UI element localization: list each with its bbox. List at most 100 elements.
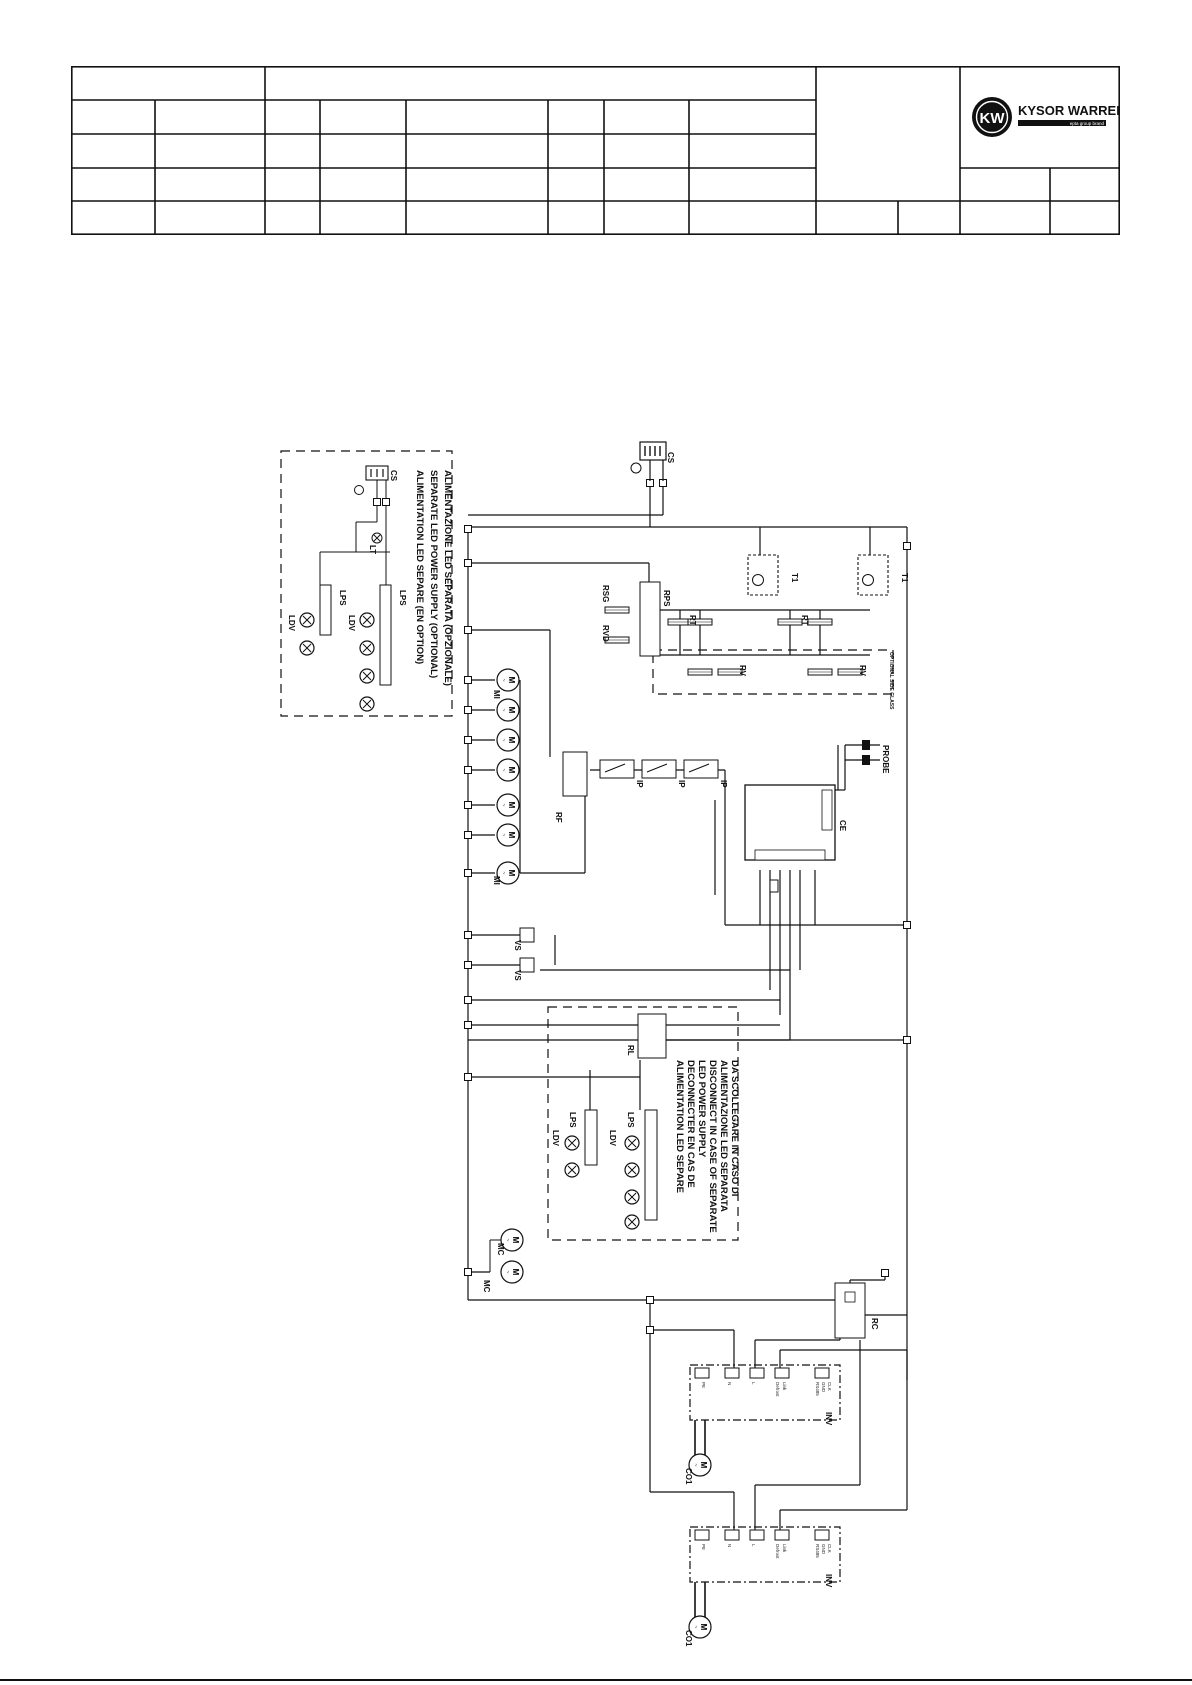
heater-network: T1 T1 RT RT RV RV OPTIONAL SIDE GLASS RP… <box>601 554 909 710</box>
disconnect-led: RL LPS LPS LDV LDV DA SCOLLEGARE IN CASO… <box>551 1013 740 1233</box>
ip-label: IP <box>635 780 644 788</box>
terminal <box>464 1268 472 1276</box>
fan-motor-icon <box>496 793 520 817</box>
logo-tagline: epta group brand <box>1070 121 1105 126</box>
lps-label: LPS <box>398 590 407 606</box>
svg-text:RS485: RS485 <box>815 1544 820 1558</box>
thermostat-label: T1 <box>790 573 799 583</box>
terminal <box>464 801 472 809</box>
terminal <box>903 921 911 929</box>
svg-text:N: N <box>727 1382 732 1385</box>
svg-text:Defrost: Defrost <box>775 1544 780 1559</box>
co1-label-2: CO1 <box>684 1630 693 1647</box>
company-logo: KW KYSOR WARREN epta group brand <box>972 97 1120 137</box>
terminal <box>903 1036 911 1044</box>
probe-label: PROBE <box>881 745 890 774</box>
terminal <box>464 706 472 714</box>
inverter-2: PE N L Defrost Link RS485 GND CLK INV CO… <box>684 1526 841 1647</box>
svg-text:N: N <box>727 1544 732 1547</box>
controller-label: CE <box>838 820 847 832</box>
thermostat-label-2: T1 <box>900 573 909 583</box>
terminal <box>464 1021 472 1029</box>
inv-label: INV <box>824 1412 833 1426</box>
connector-label: CS <box>666 452 675 464</box>
rvd-label: RVD <box>601 625 610 642</box>
led-icon <box>359 640 375 656</box>
ldv-label-3: LDV <box>608 1130 617 1147</box>
svg-text:PE: PE <box>701 1382 706 1388</box>
terminal <box>464 996 472 1004</box>
svg-text:Link: Link <box>782 1544 787 1553</box>
ldv-label-2: LDV <box>287 615 296 632</box>
mc-label-2: MC <box>482 1280 491 1293</box>
svg-text:RS485: RS485 <box>815 1382 820 1396</box>
svg-text:Link: Link <box>782 1382 787 1391</box>
relay-rc: RC <box>834 1282 879 1339</box>
ip-label-3: IP <box>719 780 728 788</box>
page-bottom-rule <box>0 1679 1192 1681</box>
title-block: KW KYSOR WARREN epta group brand <box>71 66 1120 235</box>
svg-text:CLK: CLK <box>827 1544 832 1553</box>
terminal <box>464 736 472 744</box>
led-icon <box>299 612 315 628</box>
rv-label-2: RV <box>858 665 867 677</box>
led-icon <box>359 668 375 684</box>
mi-label-2: MI <box>492 876 501 885</box>
logo-name: KYSOR WARREN <box>1018 103 1120 118</box>
fan-motor-icon <box>496 698 520 722</box>
motor-icon <box>500 1260 524 1284</box>
optional-side-glass-box <box>652 649 894 695</box>
note-led-supply-en: SEPARATE LED POWER SUPPLY (OPTIONAL) <box>428 470 439 678</box>
note-disconnect-4: LED POWER SUPPLY <box>696 1060 707 1158</box>
terminal <box>464 766 472 774</box>
note-disconnect-6: ALIMENTATION LED SEPARE <box>674 1060 685 1193</box>
terminal <box>464 961 472 969</box>
main-connector: CS <box>630 441 675 481</box>
svg-text:GND: GND <box>821 1382 826 1393</box>
fan-motor-icon <box>496 758 520 782</box>
terminal <box>464 1073 472 1081</box>
mc-label: MC <box>496 1243 505 1256</box>
ldv-label-4: LDV <box>551 1130 560 1147</box>
note-disconnect-2: ALIMENTAZIONE LED SEPARATA <box>718 1060 729 1212</box>
optional-led-supply-box <box>280 450 453 717</box>
terminal <box>464 831 472 839</box>
rsg-label: RSG <box>601 585 610 602</box>
terminal <box>464 931 472 939</box>
lps-label-4: LPS <box>568 1112 577 1128</box>
inv-label-2: INV <box>824 1574 833 1588</box>
terminal <box>646 1296 654 1304</box>
terminal <box>464 525 472 533</box>
controller: CE PROBE <box>744 740 890 893</box>
rt-label: RT <box>688 615 697 626</box>
ip-label-2: IP <box>677 780 686 788</box>
led-icon <box>299 640 315 656</box>
vs-label-2: VS <box>513 970 522 981</box>
fan-motor-icon <box>496 823 520 847</box>
side-glass-label: OPTIONAL SIDE GLASS <box>888 652 894 710</box>
fan-motor-icon <box>496 728 520 752</box>
optional-connector-label: CS <box>389 470 398 482</box>
terminal <box>464 869 472 877</box>
condenser-motors: MC MC <box>482 1228 524 1293</box>
rt-label-2: RT <box>800 615 809 626</box>
terminal <box>646 1326 654 1334</box>
svg-text:L: L <box>751 1382 756 1385</box>
led-icon <box>359 696 375 712</box>
note-disconnect-1: DA SCOLLEGARE IN CASO DI <box>729 1060 740 1196</box>
rv-label: RV <box>738 665 747 677</box>
ldv-label: LDV <box>347 615 356 632</box>
svg-text:GND: GND <box>821 1544 826 1555</box>
fan-motors: MI MI <box>492 668 520 885</box>
rf-label: RF <box>554 812 563 823</box>
note-disconnect-5: DECONNECTER EN CAS DE <box>685 1060 696 1188</box>
svg-text:CLK: CLK <box>827 1382 832 1391</box>
lamp-icon <box>371 532 383 544</box>
svg-text:PE: PE <box>701 1544 706 1550</box>
svg-text:Defrost: Defrost <box>775 1382 780 1397</box>
lps-label-3: LPS <box>626 1112 635 1128</box>
note-led-supply-fr: ALIMENTATION LED SEPARE (EN OPTION) <box>414 470 425 664</box>
fan-motor-icon <box>496 668 520 692</box>
rc-label: RC <box>870 1318 879 1330</box>
note-disconnect-3: DISCONNECT IN CASE OF SEPARATE <box>707 1060 718 1233</box>
